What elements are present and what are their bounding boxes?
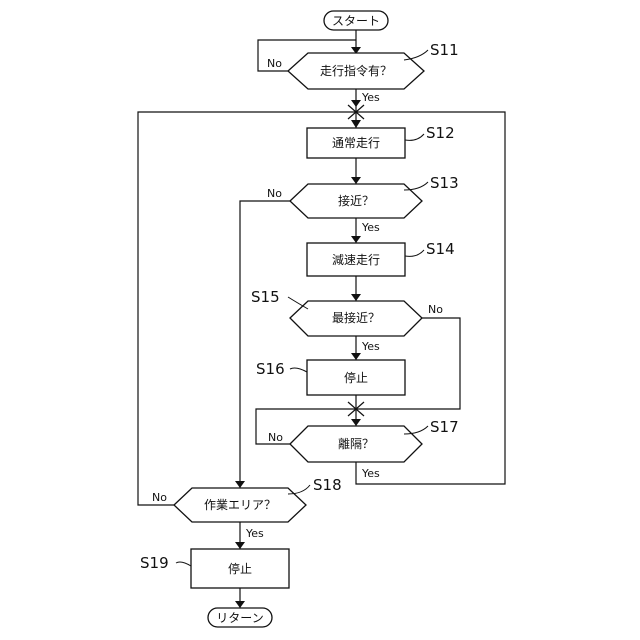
s17-step-label: S17	[430, 418, 459, 436]
arrowhead-s13-in	[351, 177, 361, 184]
s12-step-label: S12	[426, 124, 455, 142]
arrowhead-s18-in	[235, 481, 245, 488]
arrowhead-end-in	[235, 601, 245, 608]
node-s16: 停止	[307, 360, 405, 395]
s17-yes-label: Yes	[361, 467, 380, 480]
node-end: リターン	[208, 608, 272, 627]
arrowhead-s15-in	[351, 294, 361, 301]
s14-step-label: S14	[426, 240, 455, 258]
s15-no-label: No	[428, 303, 443, 316]
s16-label: 停止	[344, 370, 368, 385]
s11-yes-label: Yes	[361, 91, 380, 104]
arrowhead-s19-in	[235, 542, 245, 549]
s15-label: 最接近？	[332, 310, 380, 325]
s17-no-label: No	[268, 431, 283, 444]
s19-label: 停止	[228, 561, 252, 576]
node-s15: 最接近？	[290, 301, 422, 336]
node-s14: 減速走行	[307, 243, 405, 276]
arrowhead-s11-yes	[351, 100, 361, 107]
node-s12: 通常走行	[307, 128, 405, 158]
arrowhead-s17-in	[351, 419, 361, 426]
s11-label: 走行指令有？	[320, 63, 392, 78]
node-s13: 接近？	[290, 184, 422, 218]
s12-leader	[405, 134, 424, 140]
node-s18: 作業エリア？	[174, 488, 306, 522]
connector-s13-no	[240, 201, 290, 488]
arrowhead-s14-in	[351, 236, 361, 243]
start-label: スタート	[332, 14, 380, 28]
s16-step-label: S16	[256, 360, 285, 378]
arrowhead-s12-in	[351, 120, 361, 128]
s15-yes-label: Yes	[361, 340, 380, 353]
s19-step-label: S19	[140, 554, 169, 572]
s11-no-label: No	[267, 57, 282, 70]
s14-label: 減速走行	[332, 252, 380, 267]
s18-step-label: S18	[313, 476, 342, 494]
s11-step-label: S11	[430, 41, 459, 59]
end-label: リターン	[216, 611, 263, 625]
s13-label: 接近？	[338, 193, 374, 208]
s17-label: 離隔？	[338, 437, 374, 451]
s13-no-label: No	[267, 187, 282, 200]
s13-step-label: S13	[430, 174, 459, 192]
s13-yes-label: Yes	[361, 221, 380, 234]
s19-leader	[176, 562, 191, 566]
s16-leader	[290, 368, 307, 372]
s12-label: 通常走行	[332, 136, 380, 150]
node-s19: 停止	[191, 549, 289, 588]
node-s11: 走行指令有？	[288, 53, 424, 89]
s15-step-label: S15	[251, 288, 280, 306]
s18-label: 作業エリア？	[204, 498, 276, 512]
node-s17: 離隔？	[290, 426, 422, 462]
node-start: スタート	[324, 11, 388, 30]
s18-no-label: No	[152, 491, 167, 504]
arrowhead-s16-in	[351, 353, 361, 360]
s18-yes-label: Yes	[245, 527, 264, 540]
s14-leader	[405, 250, 424, 256]
